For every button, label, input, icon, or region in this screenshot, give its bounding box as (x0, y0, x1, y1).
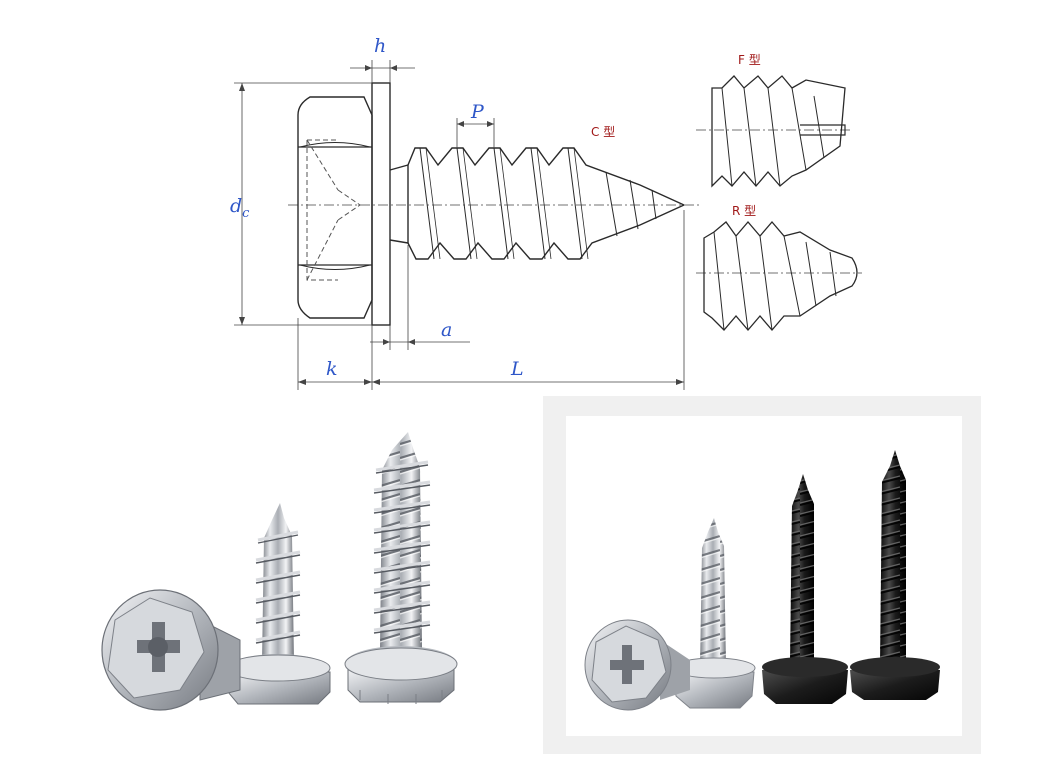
label-type-f: F 型 (738, 53, 761, 67)
silver-screw-head-front (584, 619, 690, 711)
silver-screw-long (344, 432, 458, 704)
thread-shank (389, 147, 685, 260)
label-h: h (374, 35, 386, 57)
label-dc-sub: c (242, 206, 250, 221)
label-type-r: R 型 (732, 204, 756, 218)
photo-silver-screws (101, 432, 458, 711)
silver-screw-upright (672, 518, 756, 709)
label-l: L (510, 358, 524, 380)
dimension-k-l (297, 210, 685, 390)
hex-head-outline (297, 96, 373, 319)
black-screw-short (762, 474, 848, 704)
label-p: P (470, 101, 485, 123)
dimension-h (350, 60, 415, 83)
dimension-dc (234, 82, 372, 326)
label-a: a (441, 319, 452, 341)
label-dc: dc (230, 195, 250, 221)
silver-screw-head-side (101, 589, 241, 711)
dimension-p (456, 118, 495, 148)
f-type-point (696, 75, 852, 188)
black-screw-long (850, 450, 940, 700)
photo-panel-mixed-screws (543, 396, 981, 754)
technical-drawing: h P dc a (230, 35, 862, 390)
washer-flange (371, 82, 391, 326)
label-dc-main: d (230, 195, 242, 217)
label-k: k (326, 358, 338, 380)
label-type-c: C 型 (591, 125, 615, 139)
dimension-a (370, 245, 470, 350)
r-type-point (696, 221, 862, 331)
silver-screw-short (225, 503, 331, 705)
